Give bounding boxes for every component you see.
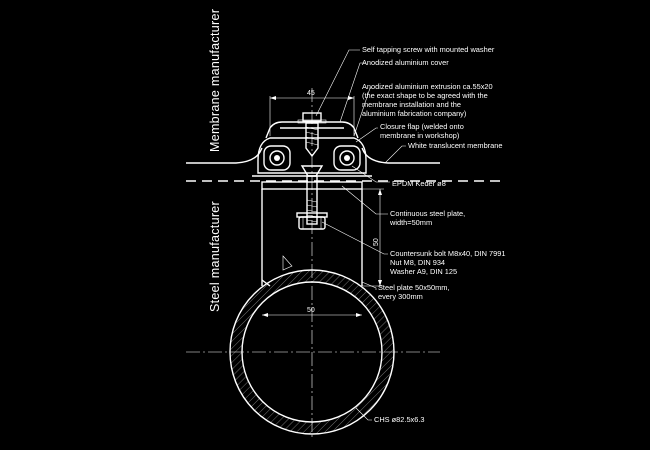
membrane-line (186, 147, 263, 164)
callout-bolt: Countersunk bolt M8x40, DIN 7991 Nut M8,… (390, 249, 508, 276)
callout-cover: Anodized aluminium cover (362, 58, 449, 67)
leader-cover (339, 62, 366, 123)
dimension-50-horizontal: 50 (307, 307, 315, 314)
callout-plate: Continuous steel plate, width=50mm (389, 209, 467, 227)
continuous-steel-plate (261, 181, 363, 190)
leader-bolt (321, 221, 388, 255)
extrusion-base (257, 137, 367, 174)
dimension-45: 45 (307, 90, 315, 97)
callout-extrusion: Anodized aluminium extrusion ca.55x20 (t… (362, 82, 495, 118)
callout-screw: Self tapping screw with mounted washer (362, 45, 495, 54)
callout-steelplate: Steel plate 50x50mm, every 300mm (378, 283, 452, 301)
nut (298, 216, 326, 230)
weld-symbol (282, 255, 293, 271)
leader-flap (355, 127, 378, 143)
leader-membrane (384, 145, 406, 164)
leader-screw (315, 49, 360, 117)
steel-manufacturer-label: Steel manufacturer (208, 201, 222, 312)
screw-shank (305, 122, 319, 158)
callout-membrane: White translucent membrane (408, 141, 502, 150)
leader-chs (355, 407, 372, 421)
keder-right (333, 145, 361, 171)
leader-steelplate (361, 281, 377, 290)
callout-keder: EPDM Keder ø8 (392, 179, 446, 188)
leader-plate (341, 185, 388, 215)
leader-extrusion (353, 87, 372, 137)
callout-flap: Closure flap (welded onto membrane in wo… (380, 122, 466, 140)
callout-chs: CHS ø82.5x6.3 (374, 415, 425, 424)
aluminium-cover (265, 121, 359, 139)
screw-head (302, 112, 322, 122)
membrane-manufacturer-label: Membrane manufacturer (208, 9, 222, 152)
keder-left (263, 145, 291, 171)
dimension-50-vertical: 50 (373, 238, 380, 246)
leader-keder (351, 165, 390, 183)
